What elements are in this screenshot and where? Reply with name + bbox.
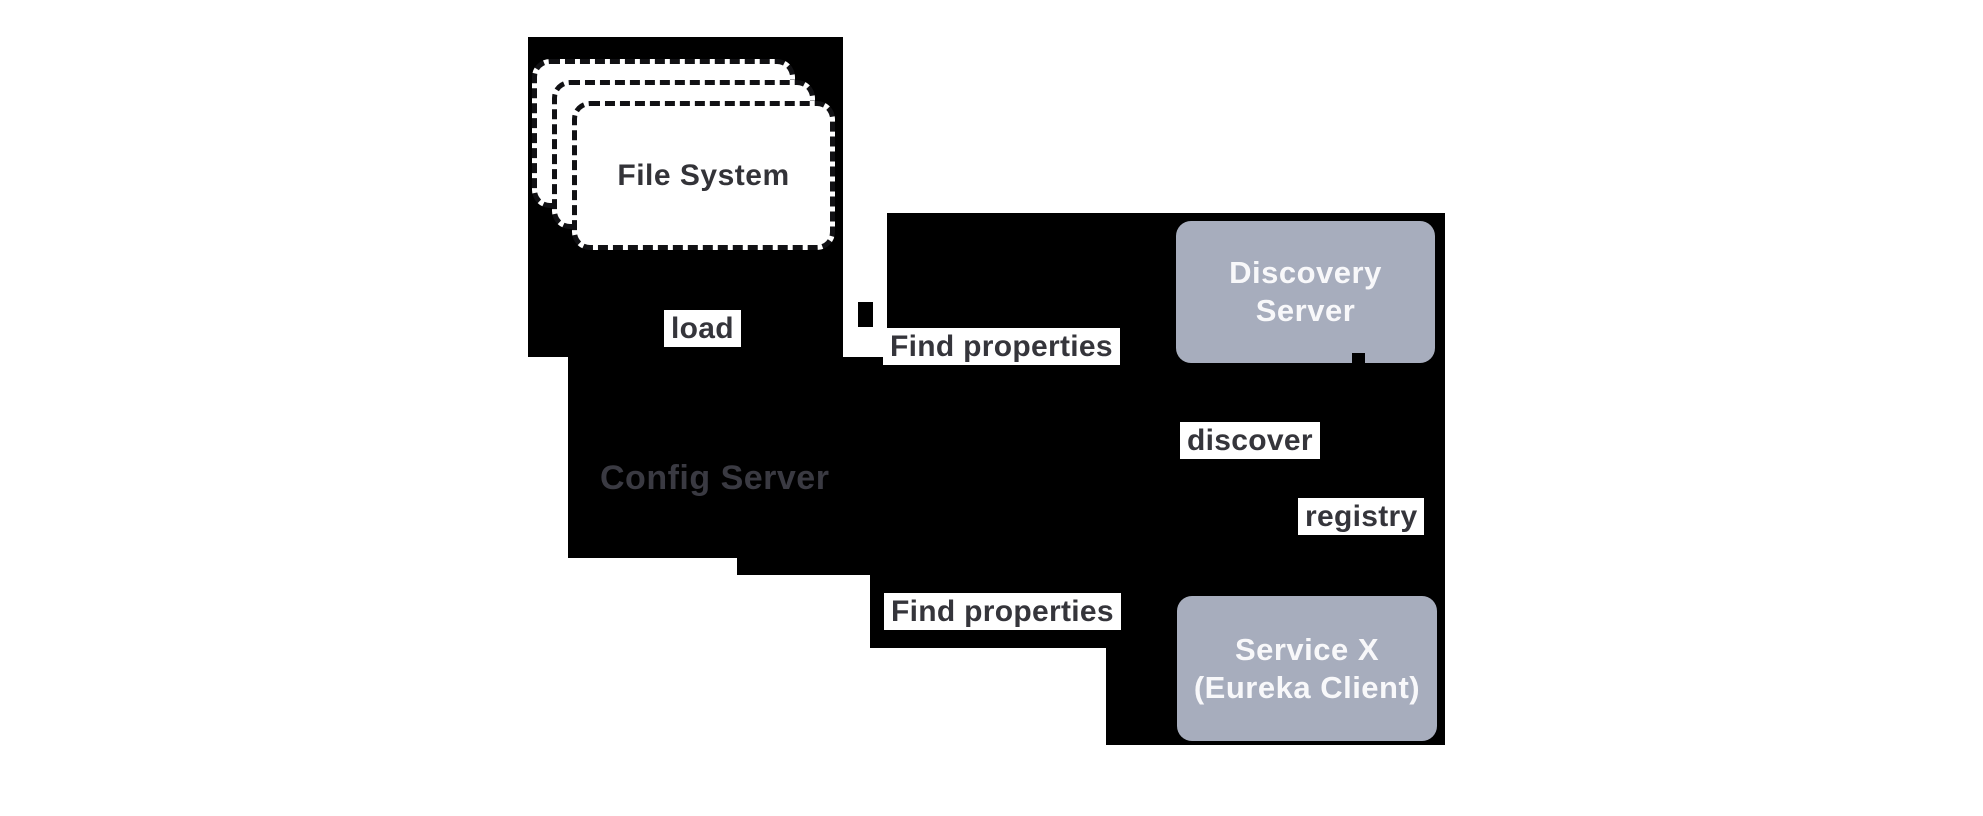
ink-region-connector xyxy=(737,357,870,575)
discovery-server-node: Discovery Server xyxy=(1176,221,1435,363)
edge-label-discover: discover xyxy=(1180,422,1320,459)
edge-label-find-properties-bottom: Find properties xyxy=(884,593,1121,630)
arrowhead-fragment xyxy=(1352,353,1365,365)
file-system-node: File System xyxy=(572,101,835,250)
edge-label-find-properties-top: Find properties xyxy=(883,328,1120,365)
edge-label-registry: registry xyxy=(1298,498,1425,535)
arrow-fragment xyxy=(858,302,873,327)
discovery-server-label-line2: Server xyxy=(1255,293,1356,328)
discovery-server-label-line1: Discovery xyxy=(1229,255,1382,290)
edge-label-load: load xyxy=(664,310,741,347)
service-x-label-line2: (Eureka Client) xyxy=(1193,669,1421,705)
config-server-label: Config Server xyxy=(600,459,830,497)
ink-region-config-server xyxy=(568,357,737,558)
service-x-node: Service X (Eureka Client) xyxy=(1177,596,1437,741)
service-x-label-line1: Service X xyxy=(1234,631,1380,667)
file-system-label: File System xyxy=(617,158,790,192)
